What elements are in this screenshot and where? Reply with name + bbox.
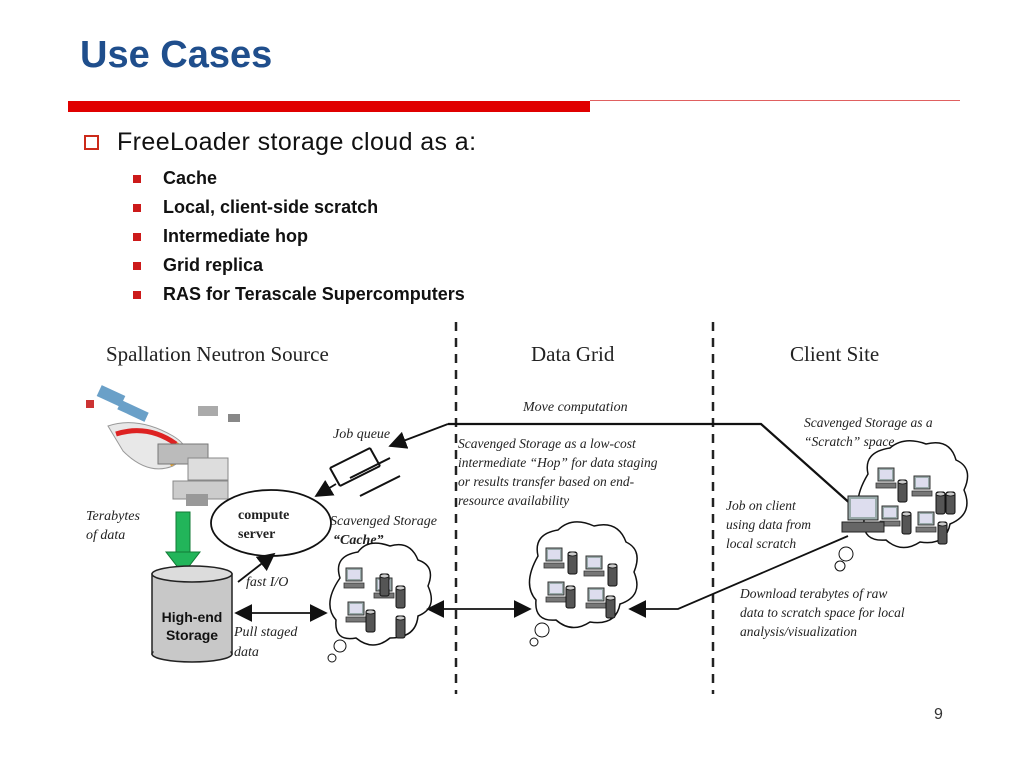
job-queue-label: Job queue [333, 427, 390, 442]
job-queue-icon [329, 447, 401, 497]
slide-title: Use Cases [80, 34, 273, 76]
green-down-arrow [164, 511, 202, 575]
hop-text-3: or results transfer based on end- [458, 474, 635, 489]
sub-bullet-scratch: Local, client-side scratch [133, 193, 465, 222]
facility-illustration [86, 385, 240, 506]
job-client-label-1: Job on client [726, 498, 797, 513]
red-square-bullet-icon [133, 261, 141, 270]
hop-text-1: Scavenged Storage as a low-cost [458, 436, 637, 451]
download-arrow [628, 535, 849, 618]
compute-server-label-2: server [238, 527, 275, 542]
header-sns: Spallation Neutron Source [106, 342, 329, 366]
move-computation-line [448, 422, 854, 507]
fast-io-label: fast I/O [246, 575, 288, 590]
job-client-label-2: using data from [726, 517, 811, 532]
download-label-2: data to scratch space for local [740, 605, 905, 620]
hop-text-4: resource availability [458, 493, 569, 508]
hop-text-2: intermediate “Hop” for data staging [458, 455, 658, 470]
download-label-3: analysis/visualization [740, 624, 857, 639]
use-case-diagram: Spallation Neutron Source Data Grid Clie… [78, 316, 973, 697]
scratch-label-2: “Scratch” space [804, 434, 894, 449]
diagram-svg: Spallation Neutron Source Data Grid Clie… [86, 322, 969, 694]
sub-bullet-list: Cache Local, client-side scratch Interme… [133, 164, 465, 309]
page-number: 9 [934, 706, 943, 723]
sub-bullet-text: Intermediate hop [163, 226, 309, 246]
header-client-site: Client Site [790, 342, 879, 366]
terabytes-label-2: of data [86, 528, 125, 543]
pull-data-label-1: Pull staged [233, 625, 298, 640]
data-grid-cloud [528, 521, 638, 647]
scratch-cloud [857, 440, 969, 549]
compute-server-label-1: compute [238, 508, 289, 523]
cache-cloud [327, 542, 433, 663]
hollow-square-bullet-icon [84, 135, 99, 150]
sub-bullet-hop: Intermediate hop [133, 222, 465, 251]
storage-label-2: Storage [166, 627, 218, 643]
red-square-bullet-icon [133, 232, 141, 241]
sub-bullet-text: RAS for Terascale Supercomputers [163, 284, 465, 304]
client-workstation [834, 495, 885, 572]
sub-bullet-cache: Cache [133, 164, 465, 193]
sub-bullet-text: Grid replica [163, 255, 264, 275]
main-bullet-text: FreeLoader storage cloud as a: [117, 128, 477, 156]
red-square-bullet-icon [133, 203, 141, 212]
header-data-grid: Data Grid [531, 342, 615, 366]
red-square-bullet-icon [133, 290, 141, 299]
cache-label-1: Scavenged Storage [330, 514, 437, 529]
title-underline-red [68, 101, 590, 112]
sub-bullet-ras: RAS for Terascale Supercomputers [133, 280, 465, 309]
sub-bullet-replica: Grid replica [133, 251, 465, 280]
pull-data-label-2: data [234, 645, 259, 660]
sub-bullet-text: Local, client-side scratch [163, 197, 379, 217]
storage-label-1: High-end [162, 609, 223, 625]
download-label-1: Download terabytes of raw [739, 586, 887, 601]
terabytes-label-1: Terabytes [86, 509, 140, 524]
red-square-bullet-icon [133, 174, 141, 183]
title-underline-thin [590, 100, 960, 101]
job-client-label-3: local scratch [726, 536, 796, 551]
sub-bullet-text: Cache [163, 168, 218, 188]
move-computation-label: Move computation [522, 400, 628, 415]
high-end-storage-cylinder [151, 565, 233, 663]
scratch-label-1: Scavenged Storage as a [804, 415, 933, 430]
compute-server-node [210, 489, 332, 557]
main-bullet: FreeLoader storage cloud as a: [84, 128, 476, 157]
